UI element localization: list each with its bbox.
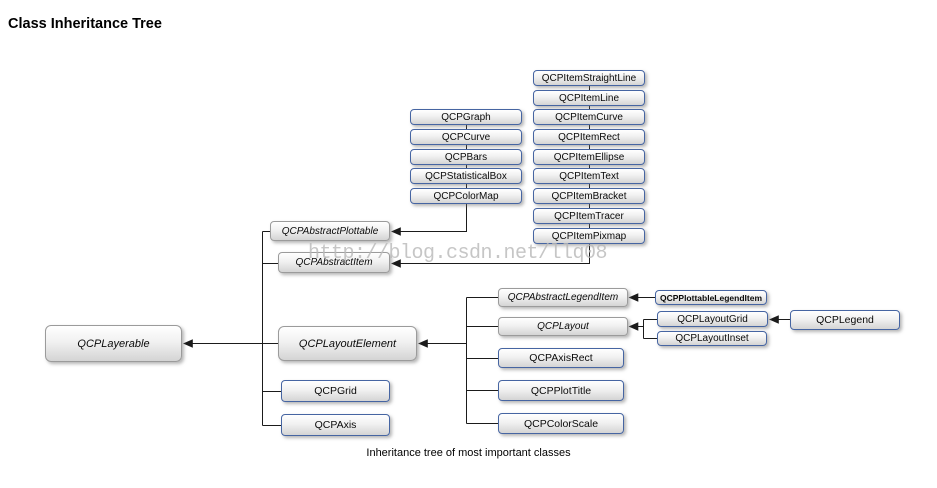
class-node-qcpitemrect[interactable]: QCPItemRect [533,129,645,145]
class-node-qcpcurve[interactable]: QCPCurve [410,129,522,145]
class-node-qcpitemtracer[interactable]: QCPItemTracer [533,208,645,224]
arrowhead-qcplayoutgrid [769,315,779,324]
class-node-qcpabstractitem[interactable]: QCPAbstractItem [278,252,390,273]
class-node-qcpcolormap[interactable]: QCPColorMap [410,188,522,204]
class-node-qcpitemellipse[interactable]: QCPItemEllipse [533,149,645,165]
class-node-qcpgraph[interactable]: QCPGraph [410,109,522,125]
class-node-qcplayoutelement[interactable]: QCPLayoutElement [278,326,417,361]
class-node-qcpplottablelegenditem[interactable]: QCPPlottableLegendItem [655,290,767,305]
class-node-qcplayoutgrid[interactable]: QCPLayoutGrid [657,311,768,327]
arrowhead-qcplayout [628,322,639,331]
class-node-qcpitemline[interactable]: QCPItemLine [533,90,645,106]
arrowhead-qcplayerable [183,339,193,348]
class-node-qcpabstractplottable[interactable]: QCPAbstractPlottable [270,221,390,241]
class-node-qcpbars[interactable]: QCPBars [410,149,522,165]
class-node-qcpstatisticalbox[interactable]: QCPStatisticalBox [410,168,522,184]
class-node-qcpitemcurve[interactable]: QCPItemCurve [533,109,645,125]
class-node-qcpgrid[interactable]: QCPGrid [281,380,390,402]
class-node-qcpitempixmap[interactable]: QCPItemPixmap [533,228,645,244]
class-node-qcpitemtext[interactable]: QCPItemText [533,168,645,184]
class-node-qcpitembracket[interactable]: QCPItemBracket [533,188,645,204]
class-node-qcpplottitle[interactable]: QCPPlotTitle [498,380,624,401]
class-node-qcplayerable[interactable]: QCPLayerable [45,325,182,362]
class-node-qcpabstractlegenditem[interactable]: QCPAbstractLegendItem [498,288,628,307]
class-node-qcplegend[interactable]: QCPLegend [790,310,900,330]
class-node-qcpaxisrect[interactable]: QCPAxisRect [498,348,624,368]
class-node-qcpaxis[interactable]: QCPAxis [281,414,390,436]
class-node-qcplayout[interactable]: QCPLayout [498,317,628,336]
class-node-qcpcolorscale[interactable]: QCPColorScale [498,413,624,434]
arrowhead-qcpabstractplottable [391,227,401,236]
class-node-qcpitemstraightline[interactable]: QCPItemStraightLine [533,70,645,86]
class-node-qcplayoutinset[interactable]: QCPLayoutInset [657,331,767,346]
diagram-caption: Inheritance tree of most important class… [366,447,571,459]
arrowhead-qcpabstractlegenditem [628,293,639,302]
arrowhead-qcpabstractitem [391,259,401,268]
page-title: Class Inheritance Tree [8,16,162,32]
arrowhead-qcplayoutelement [418,339,428,348]
